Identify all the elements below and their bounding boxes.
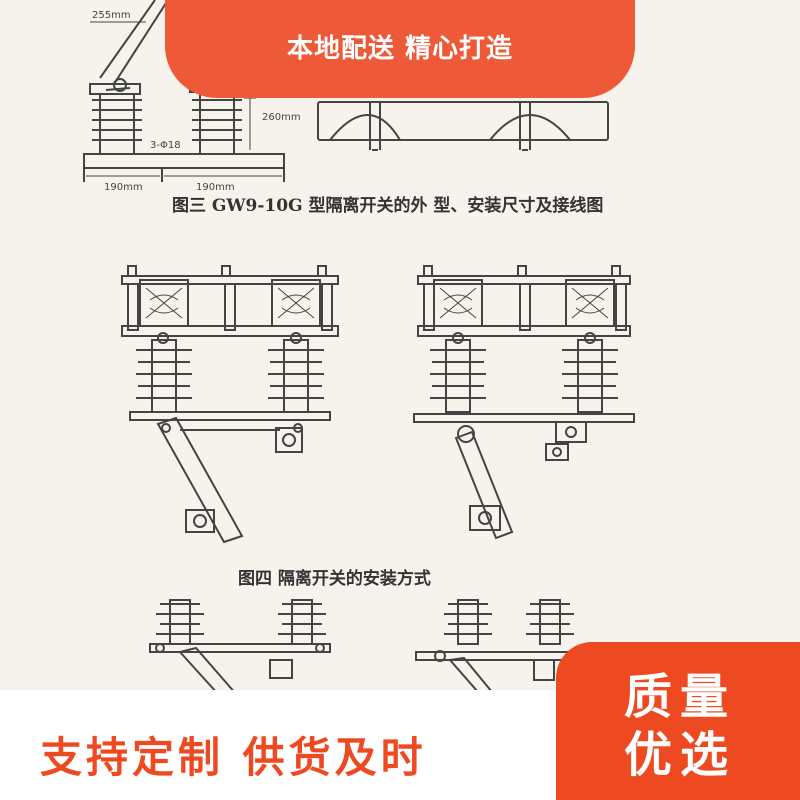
quality-badge xyxy=(556,642,800,800)
dim-260: 260mm xyxy=(262,112,301,123)
caption-figure-4: 图四 隔离开关的安装方式 xyxy=(238,568,431,589)
dim-255: 255mm xyxy=(92,10,131,21)
top-banner xyxy=(165,0,635,98)
figure-4-right-switch xyxy=(413,265,635,540)
top-banner-text: 本地配送 精心打造 xyxy=(286,34,514,64)
figure-4-left-switch xyxy=(121,265,339,544)
figure-3-drawing xyxy=(83,0,609,182)
dim-span-left: 190mm xyxy=(104,182,143,193)
caption-figure-3: 图三 GW9-10G 型隔离开关的外 型、安装尺寸及接线图 xyxy=(172,195,603,216)
quality-badge-text: 质量 优选 xyxy=(600,668,760,784)
bottom-partial-drawing xyxy=(149,599,577,695)
badge-line-2: 优选 xyxy=(623,727,736,783)
bottom-banner-text: 支持定制 供货及时 xyxy=(40,733,427,782)
dim-hole: 3-Φ18 xyxy=(150,140,181,151)
dim-span-right: 190mm xyxy=(196,182,235,193)
badge-line-1: 质量 xyxy=(623,669,736,725)
